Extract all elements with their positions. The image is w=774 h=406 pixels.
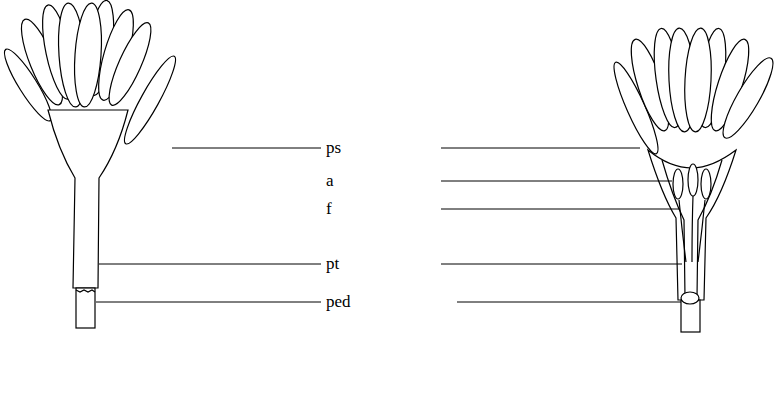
part-label: ps (326, 138, 341, 157)
perianth-tube (48, 110, 128, 288)
petal (715, 53, 774, 144)
leader-line (441, 148, 640, 149)
anther (688, 164, 698, 196)
petal (71, 2, 104, 108)
anther (701, 169, 711, 199)
part-label: f (326, 199, 332, 218)
peduncle (76, 288, 95, 328)
leader-lines (96, 148, 682, 302)
leader-line (441, 264, 682, 265)
petal (682, 27, 713, 132)
label-holder: f (326, 199, 332, 219)
perianth-tube-section (648, 150, 736, 300)
anther (673, 169, 683, 199)
leader-line (99, 264, 321, 265)
leader-line (96, 302, 321, 303)
leader-line (441, 209, 680, 210)
leader-line (457, 302, 681, 303)
label-holder: a (326, 171, 334, 191)
part-label: pt (326, 254, 339, 273)
perianth-segment (118, 52, 182, 148)
label-holder: ps (326, 138, 341, 158)
ovary (681, 292, 699, 304)
part-label: a (326, 171, 334, 190)
leader-line (441, 181, 672, 182)
part-label: ped (326, 292, 351, 311)
label-holder: pt (326, 254, 339, 274)
leader-line (172, 148, 321, 149)
peduncle (681, 300, 700, 332)
node-mark (76, 290, 95, 292)
filament (679, 196, 705, 262)
label-holder: ped (326, 292, 351, 312)
